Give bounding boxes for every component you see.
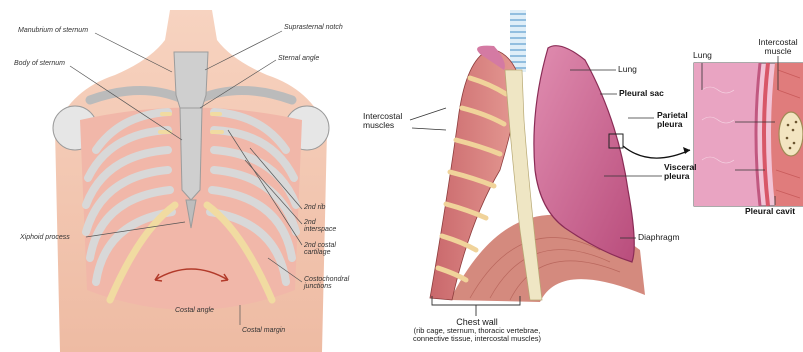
label-costochondral-line-2: junctions (304, 283, 349, 290)
label-inset-muscle-line-2: muscle (752, 47, 803, 56)
label-costal-cartilage-line-1: 2nd costal (304, 242, 336, 249)
label-pleural-cavity: Pleural cavit (745, 207, 795, 216)
label-diaphragm: Diaphragm (638, 233, 680, 242)
zoom-arrow (623, 146, 690, 158)
label-inset-lung: Lung (693, 51, 712, 60)
label-manubrium: Manubrium of sternum (18, 27, 88, 34)
label-intercostal-muscles: Intercostal muscles (363, 112, 402, 130)
label-suprasternal-notch: Suprasternal notch (284, 24, 343, 31)
label-inset-intercostal-muscle: Intercostal muscle (752, 38, 803, 56)
label-pleural-sac: Pleural sac (619, 89, 664, 98)
label-xiphoid-process: Xiphoid process (20, 234, 70, 241)
label-parietal-pleura: Parietal pleura (657, 111, 688, 129)
label-2nd-interspace: 2nd interspace (304, 219, 336, 234)
trachea (510, 10, 526, 72)
label-2nd-rib: 2nd rib (304, 204, 325, 211)
inset-panel (694, 63, 803, 206)
label-costal-angle: Costal angle (175, 307, 214, 314)
label-visceral-pleura: Visceral pleura (664, 163, 696, 181)
label-parietal-line-2: pleura (657, 120, 688, 129)
label-costochondral-line-1: Costochondral (304, 276, 349, 283)
label-costal-margin: Costal margin (242, 327, 285, 334)
label-2nd-costal-cartilage: 2nd costal cartilage (304, 242, 336, 257)
label-costochondral-junctions: Costochondral junctions (304, 276, 349, 291)
label-lung: Lung (618, 65, 637, 74)
label-chest-wall: Chest wall (rib cage, sternum, thoracic … (372, 318, 582, 343)
label-2nd-interspace-line-2: interspace (304, 226, 336, 233)
label-body-of-sternum: Body of sternum (14, 60, 65, 67)
label-intercostal-line-2: muscles (363, 121, 402, 130)
label-chest-wall-desc-2: connective tissue, intercostal muscles) (372, 335, 582, 343)
label-costal-cartilage-line-2: cartilage (304, 249, 336, 256)
label-visceral-line-2: pleura (664, 172, 696, 181)
label-sternal-angle: Sternal angle (278, 55, 319, 62)
label-2nd-interspace-line-1: 2nd (304, 219, 336, 226)
